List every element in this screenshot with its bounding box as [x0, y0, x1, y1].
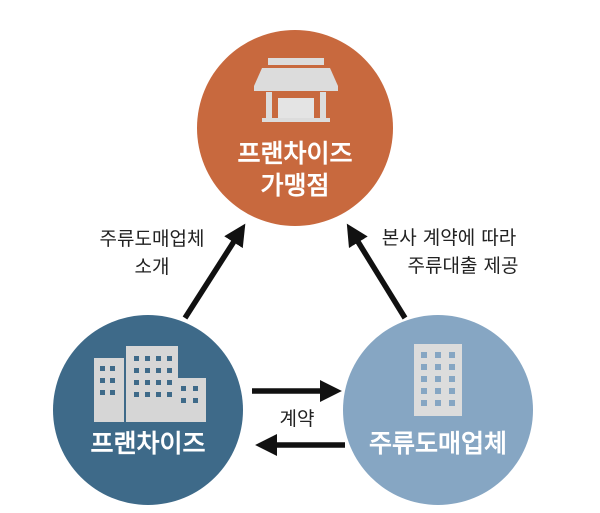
office-building-icon [414, 344, 462, 416]
node-store-title-line2: 가맹점 [260, 171, 329, 200]
edge-label-contract: 계약 [280, 408, 315, 430]
buildings-icon [94, 346, 206, 422]
node-franchise-store: 프랜차이즈 가맹점 [197, 30, 393, 226]
node-wholesaler-title: 주류도매업체 [369, 429, 507, 458]
edge-label-wholesaler-store-2: 주류대출 제공 [408, 255, 519, 277]
storefront-icon [254, 58, 338, 122]
arrow-franchise-to-store [182, 223, 246, 320]
node-store-circle [197, 30, 393, 226]
node-wholesaler: 주류도매업체 [343, 315, 533, 505]
arrow-wholesaler-to-store [346, 223, 408, 320]
node-franchise: 프랜차이즈 [53, 315, 243, 505]
edge-label-franchise-store-1: 주류도매업체 [100, 228, 205, 250]
edge-label-wholesaler-store-1: 본사 계약에 따라 [382, 227, 516, 249]
node-franchise-title: 프랜차이즈 [90, 429, 205, 458]
edge-label-franchise-store-2: 소개 [135, 256, 170, 278]
node-store-title-line1: 프랜차이즈 [237, 139, 352, 168]
